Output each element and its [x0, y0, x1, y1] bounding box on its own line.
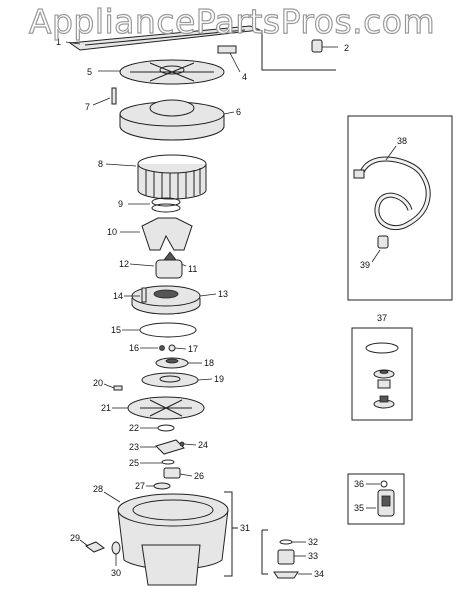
- part-24-screw[interactable]: [179, 441, 197, 447]
- callout-13: 13: [218, 289, 228, 299]
- callout-20: 20: [93, 378, 103, 388]
- callout-12: 12: [119, 259, 129, 269]
- callout-8: 8: [98, 159, 103, 169]
- callout-9: 9: [118, 199, 123, 209]
- callout-28: 28: [93, 484, 103, 494]
- callout-37: 37: [377, 313, 387, 323]
- callout-17: 17: [188, 344, 198, 354]
- callout-11: 11: [188, 264, 197, 274]
- callout-2: 2: [344, 43, 349, 53]
- callout-27: 27: [135, 481, 145, 491]
- part-12-impeller[interactable]: [129, 259, 183, 279]
- callout-18: 18: [204, 358, 214, 368]
- callout-15: 15: [111, 325, 121, 335]
- part-33-check-valve[interactable]: [277, 549, 306, 565]
- part-22-gasket[interactable]: [140, 424, 175, 432]
- part-32-cap[interactable]: [261, 529, 306, 575]
- part-14-screw[interactable]: [124, 287, 147, 303]
- callout-39: 39: [360, 260, 370, 270]
- part-15-o-ring[interactable]: [122, 322, 197, 338]
- callout-25: 25: [129, 458, 139, 468]
- part-10-impeller-housing[interactable]: [120, 217, 193, 251]
- callout-22: 22: [129, 423, 139, 433]
- part-7-screw[interactable]: [92, 87, 117, 106]
- part-34-check-valve-seat[interactable]: [273, 571, 312, 579]
- part-1-spray-arm[interactable]: [65, 25, 261, 51]
- callout-34: 34: [314, 569, 324, 579]
- callout-14: 14: [113, 291, 123, 301]
- part-38-drain-hose[interactable]: [353, 145, 431, 231]
- callout-16: 16: [129, 343, 139, 353]
- part-6-pump-housing[interactable]: [119, 99, 235, 141]
- part-27-washer[interactable]: [146, 482, 171, 490]
- part-18-impeller-plate[interactable]: [155, 357, 202, 369]
- part-9-seal-rings[interactable]: [128, 197, 181, 213]
- callout-7: 7: [85, 102, 90, 112]
- part-29-hose-clamp[interactable]: [79, 539, 106, 553]
- part-25-seal[interactable]: [140, 459, 175, 465]
- part-31-sump-assembly-bracket[interactable]: [224, 491, 238, 577]
- part-4-clip[interactable]: [217, 45, 241, 73]
- callout-5: 5: [87, 67, 92, 77]
- callout-1: 1: [56, 37, 61, 47]
- part-23-bracket[interactable]: [140, 439, 185, 455]
- part-37-pump-kit[interactable]: [365, 342, 399, 409]
- callout-26: 26: [194, 471, 204, 481]
- part-28-sump[interactable]: [103, 491, 229, 586]
- callout-32: 32: [308, 537, 318, 547]
- callout-35: 35: [354, 503, 364, 513]
- callout-31: 31: [240, 523, 250, 533]
- part-19-seal-plate[interactable]: [141, 372, 213, 388]
- part-13-pump-assembly[interactable]: [131, 285, 217, 315]
- part-17-washer[interactable]: [168, 344, 187, 352]
- callout-38: 38: [397, 136, 407, 146]
- part-36-o-ring[interactable]: [366, 480, 388, 488]
- inset-37-box: [351, 327, 413, 421]
- part-26-motor-coupling[interactable]: [163, 467, 193, 479]
- callout-36: 36: [354, 479, 364, 489]
- inset-hose-box: [347, 115, 453, 301]
- callout-19: 19: [214, 374, 224, 384]
- part-39-hose-clamp[interactable]: [371, 235, 389, 263]
- callout-30: 30: [111, 568, 121, 578]
- part-8-filter-screen[interactable]: [105, 154, 207, 200]
- callout-4: 4: [242, 72, 247, 82]
- part-20-clip[interactable]: [103, 383, 123, 391]
- callout-6: 6: [236, 107, 241, 117]
- part-2-nut[interactable]: [261, 30, 338, 71]
- callout-23: 23: [129, 442, 139, 452]
- part-21-pump-base[interactable]: [112, 396, 205, 420]
- callout-10: 10: [107, 227, 117, 237]
- callout-21: 21: [101, 403, 111, 413]
- part-16-screw[interactable]: [140, 345, 165, 351]
- part-30-grommet[interactable]: [111, 541, 121, 566]
- part-5-filter-cover[interactable]: [98, 59, 225, 85]
- callout-24: 24: [198, 440, 208, 450]
- callout-33: 33: [308, 551, 318, 561]
- part-35-sensor[interactable]: [366, 489, 395, 517]
- inset-35-36-box: [347, 473, 405, 525]
- callout-29: 29: [70, 533, 80, 543]
